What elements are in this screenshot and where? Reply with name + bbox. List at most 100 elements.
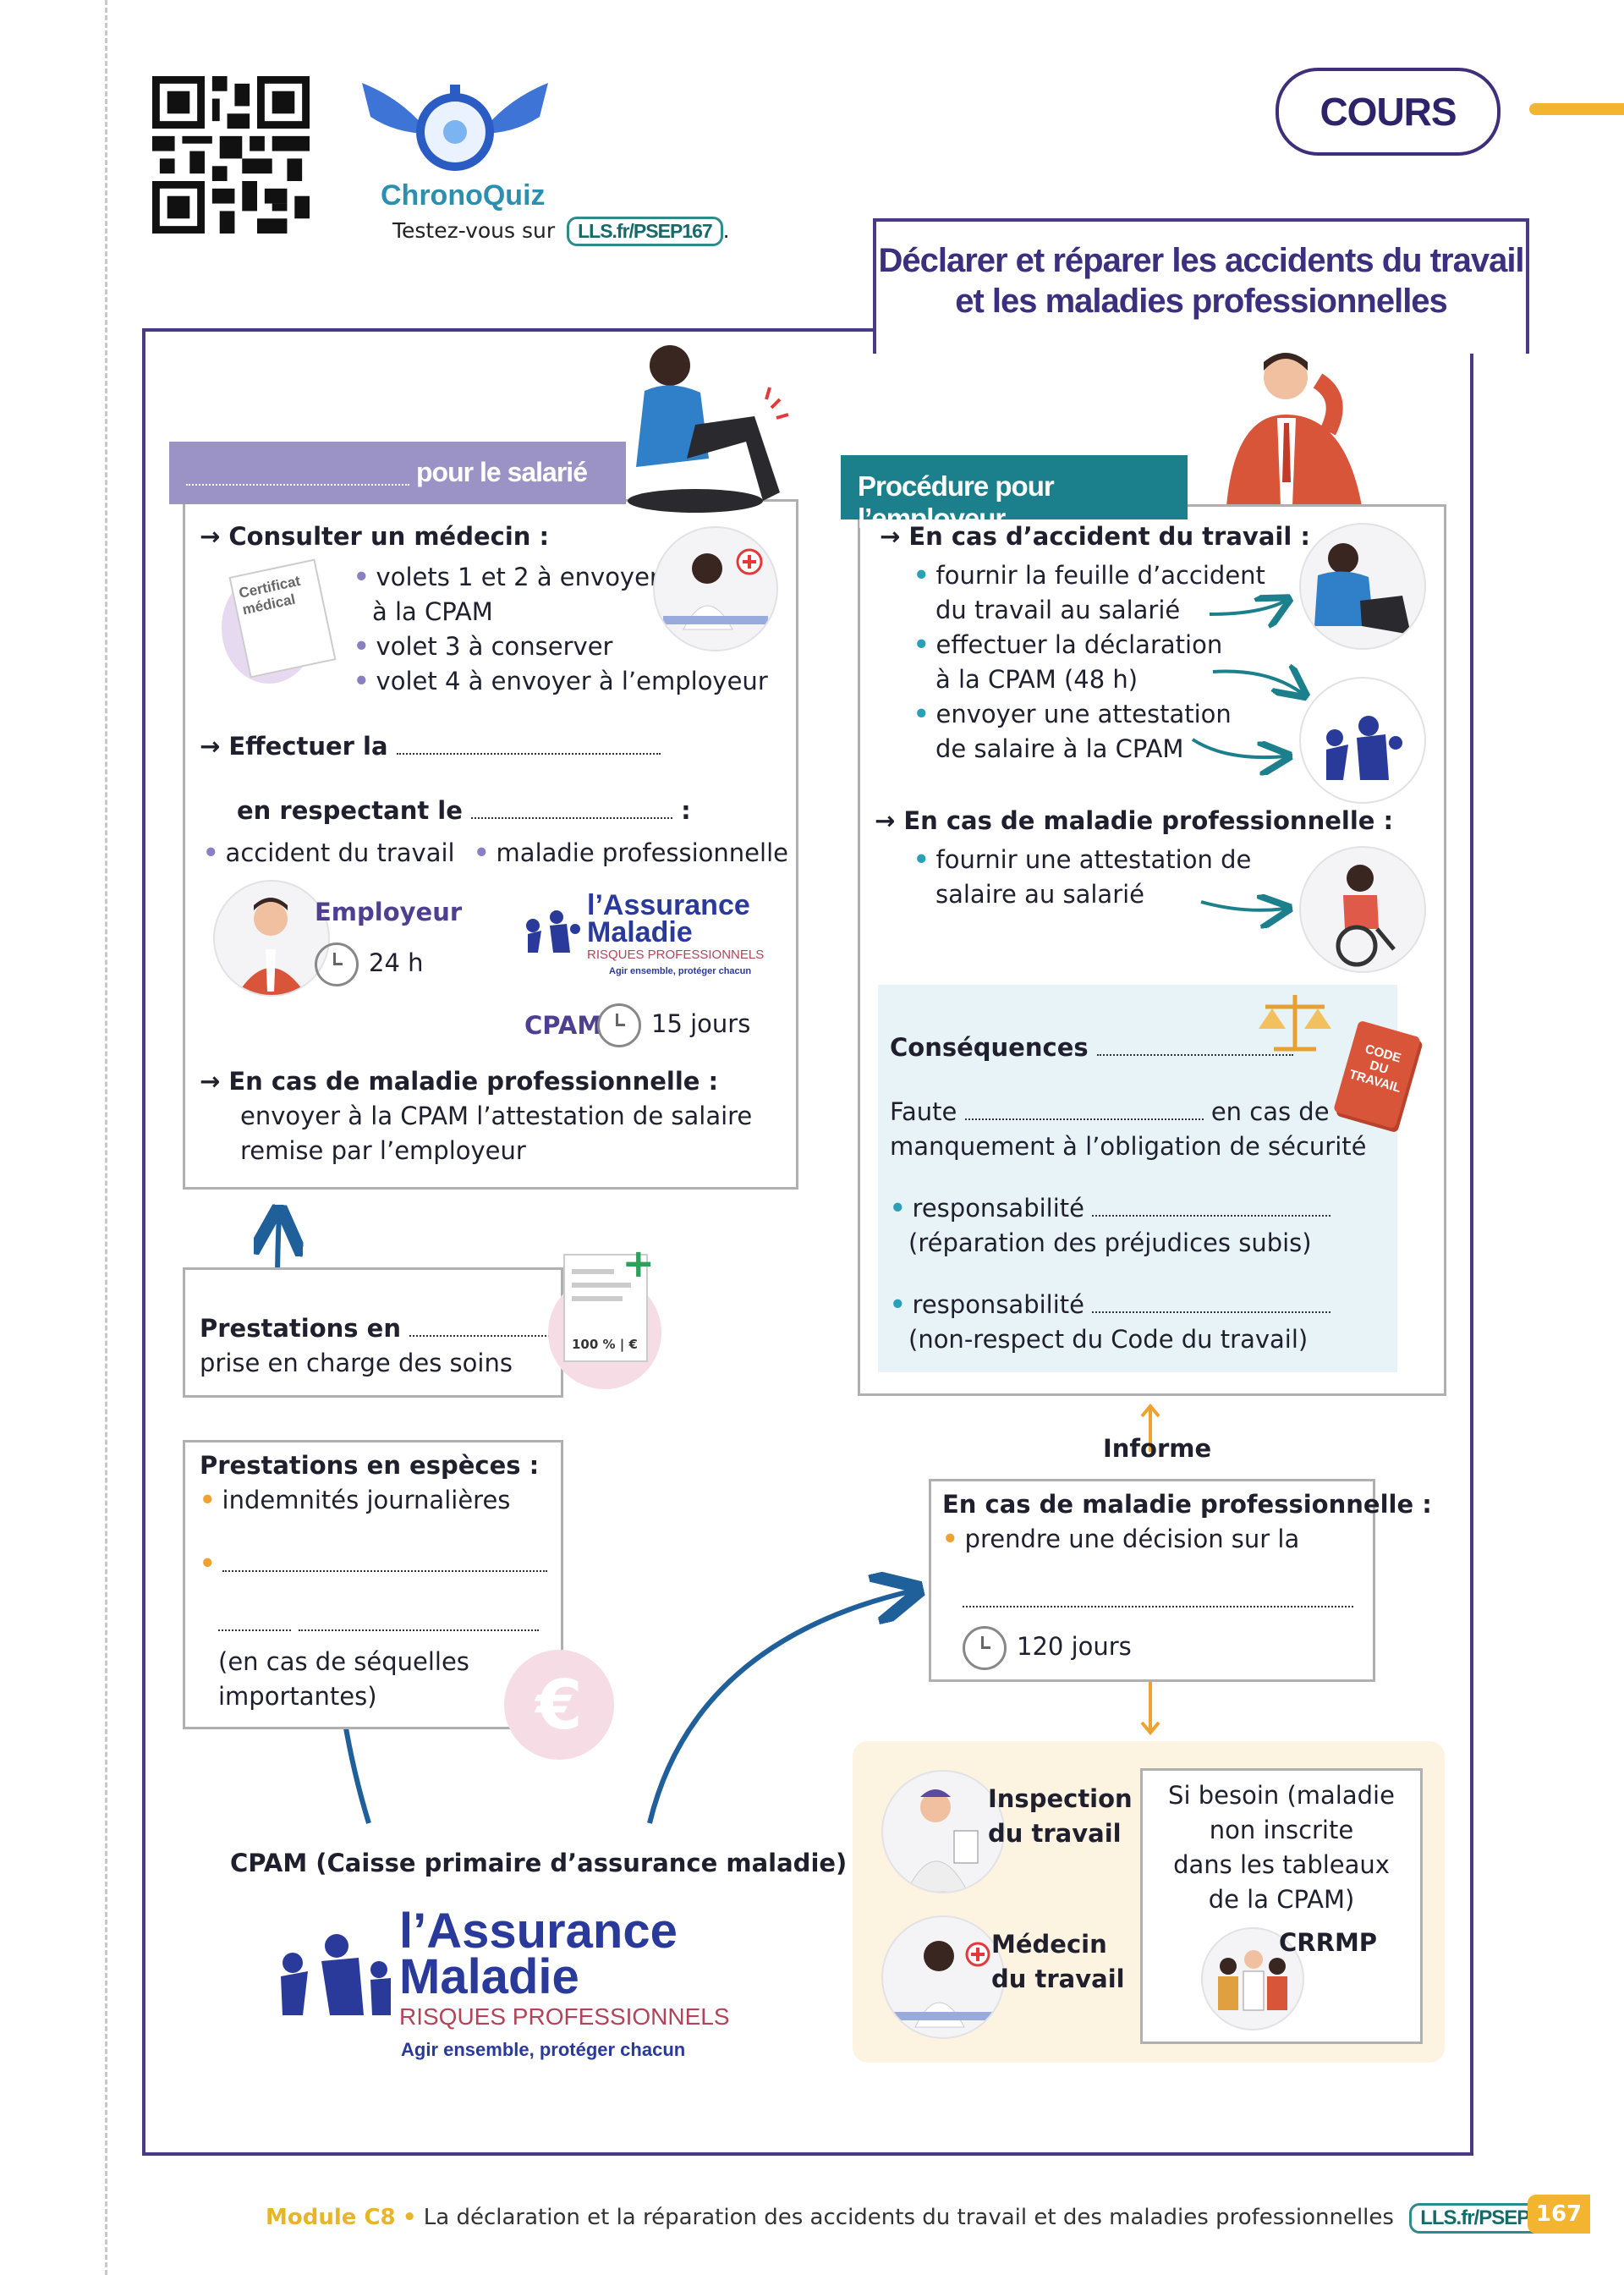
informe-label: Informe <box>1103 1434 1212 1463</box>
delay-24h: 24 h <box>315 942 424 986</box>
emp-mp-item-b: salaire au salarié <box>935 880 1145 909</box>
clock-icon <box>597 1003 641 1047</box>
cours-accent-bar <box>1529 103 1624 115</box>
salarie-mp-line2: remise par l’employeur <box>240 1136 526 1165</box>
blank-field[interactable] <box>186 460 409 486</box>
consult-title-text: Consulter un médecin : <box>228 522 550 551</box>
footer-bullet: • <box>402 2205 417 2230</box>
am-line2: Maladie <box>399 1949 579 2004</box>
emp-mp-title-text: En cas de maladie professionnelle : <box>903 806 1394 835</box>
colon: : <box>681 796 691 825</box>
balance-scale-icon <box>1259 995 1331 1052</box>
arrow-icon: → <box>200 1067 221 1096</box>
employeur-header: Procédure pour l’employeur <box>841 455 1188 534</box>
emp-mp-item: •fournir une attestation de <box>914 845 1252 874</box>
clock-icon <box>315 942 359 986</box>
delay-120j: 120 jours <box>963 1626 1132 1670</box>
consult-title: →Consulter un médecin : <box>200 519 549 554</box>
emp-at-title: →En cas d’accident du travail : <box>880 519 1310 554</box>
resp2-detail: (non-respect du Code du travail) <box>908 1325 1309 1354</box>
blank-field[interactable] <box>218 1606 291 1631</box>
prestations-nature-title: Prestations en : <box>200 1311 572 1346</box>
chronoquiz-link[interactable]: LLS.fr/PSEP167 <box>567 217 723 246</box>
delay-text: 15 jours <box>651 1009 751 1038</box>
delay-text: 120 jours <box>1017 1632 1132 1661</box>
blank-field[interactable] <box>396 729 661 755</box>
volet-1b: à la CPAM <box>372 597 493 626</box>
blank-field[interactable] <box>963 1582 1353 1607</box>
footer-text: La déclaration et la réparation des acci… <box>423 2205 1394 2230</box>
prestations-nature-title-text: Prestations en <box>200 1314 401 1343</box>
am-line1: l’Assurance <box>399 1904 678 1959</box>
volet-text: volet 3 à conserver <box>376 632 613 661</box>
test-prefix: Testez-vous sur <box>392 218 556 243</box>
faute-suffix: en cas de <box>1210 1097 1330 1126</box>
accident-text: accident du travail <box>225 838 455 867</box>
title-line-2: et les maladies professionnelles <box>955 283 1448 320</box>
emp-item-1b: du travail au salarié <box>935 596 1181 624</box>
inspection-label-2: du travail <box>988 1819 1122 1848</box>
emp-at-title-text: En cas d’accident du travail : <box>908 522 1310 551</box>
blank-field[interactable] <box>964 1095 1204 1120</box>
am-line1: l’Assurance <box>587 889 750 921</box>
emp-item-1: •fournir la feuille d’accident <box>914 561 1265 590</box>
chronoquiz-test-line: Testez-vous sur LLS.fr/PSEP167. <box>392 217 730 246</box>
footer: Module C8 • La déclaration et la réparat… <box>266 2203 1572 2234</box>
page-number: 167 <box>1528 2195 1590 2234</box>
salarie-header: pour le salarié <box>169 442 626 504</box>
crrmp-label: CRRMP <box>1279 1928 1378 1957</box>
besoin-line: non inscrite <box>1209 1816 1354 1844</box>
bill-icon: + 100 % | € <box>563 1244 655 1362</box>
arrow-icon: → <box>200 732 221 761</box>
blank-field[interactable] <box>409 1311 554 1337</box>
maladie-label: •maladie professionnelle <box>474 838 788 867</box>
blank-field[interactable] <box>1092 1288 1331 1313</box>
salarie-mp-title-text: En cas de maladie professionnelle : <box>228 1067 719 1096</box>
title-line-1: Déclarer et réparer les accidents du tra… <box>878 242 1524 279</box>
qr-code[interactable] <box>152 76 310 234</box>
blank-field[interactable] <box>1096 1030 1293 1056</box>
maladie-text: maladie professionnelle <box>496 838 788 867</box>
resp1-detail: (réparation des préjudices subis) <box>908 1228 1312 1257</box>
blank-field[interactable] <box>222 1547 547 1572</box>
cpam-full-label: CPAM (Caisse primaire d’assurance maladi… <box>230 1849 848 1877</box>
prestations-especes-item1: •indemnités journalières <box>200 1486 511 1514</box>
item1-text: indemnités journalières <box>222 1486 511 1514</box>
faute-text: Faute <box>890 1097 957 1126</box>
emp-item-3b: de salaire à la CPAM <box>935 734 1184 763</box>
plus-icon: + <box>622 1240 655 1286</box>
securite-sociale-icon <box>1299 677 1426 804</box>
assurance-maladie-emblem <box>526 910 580 953</box>
emp-item-text: fournir la feuille d’accident <box>935 561 1265 590</box>
blank-field[interactable] <box>1092 1191 1331 1217</box>
euro-icon: € <box>504 1650 614 1760</box>
respectant-text: en respectant le <box>237 796 463 825</box>
inspecteur-avatar <box>881 1770 1005 1893</box>
resp1-line: •responsabilité <box>890 1191 1331 1226</box>
volet-4: •volet 4 à envoyer à l’employeur <box>354 667 768 695</box>
volet-text: volets 1 et 2 à envoyer <box>376 563 660 591</box>
effectuer-line: →Effectuer la <box>200 729 661 764</box>
prestations-especes-note: (en cas de séquelles <box>218 1647 469 1676</box>
decision-blank <box>963 1582 1353 1617</box>
besoin-line: de la CPAM) <box>1208 1885 1355 1914</box>
employeur-label: Employeur <box>315 898 463 926</box>
resp2-text: responsabilité <box>912 1290 1084 1319</box>
arrow-icon: → <box>880 522 901 551</box>
doctor-icon <box>653 526 778 651</box>
manquement-line: manquement à l’obligation de sécurité <box>890 1132 1367 1161</box>
employer-avatar <box>213 880 330 997</box>
inspection-label: Inspection <box>988 1784 1133 1813</box>
emp-mp-title: →En cas de maladie professionnelle : <box>875 804 1393 838</box>
emp-mp-item-text: fournir une attestation de <box>935 845 1252 874</box>
blank-field[interactable] <box>471 794 673 819</box>
blank-field[interactable] <box>299 1606 540 1631</box>
clock-icon <box>963 1626 1007 1670</box>
prestations-especes-box <box>183 1440 563 1729</box>
decision-item-text: prendre une décision sur la <box>964 1525 1300 1553</box>
procedure-arrows <box>1191 584 1311 939</box>
informe-arrows <box>1140 1403 1160 1736</box>
